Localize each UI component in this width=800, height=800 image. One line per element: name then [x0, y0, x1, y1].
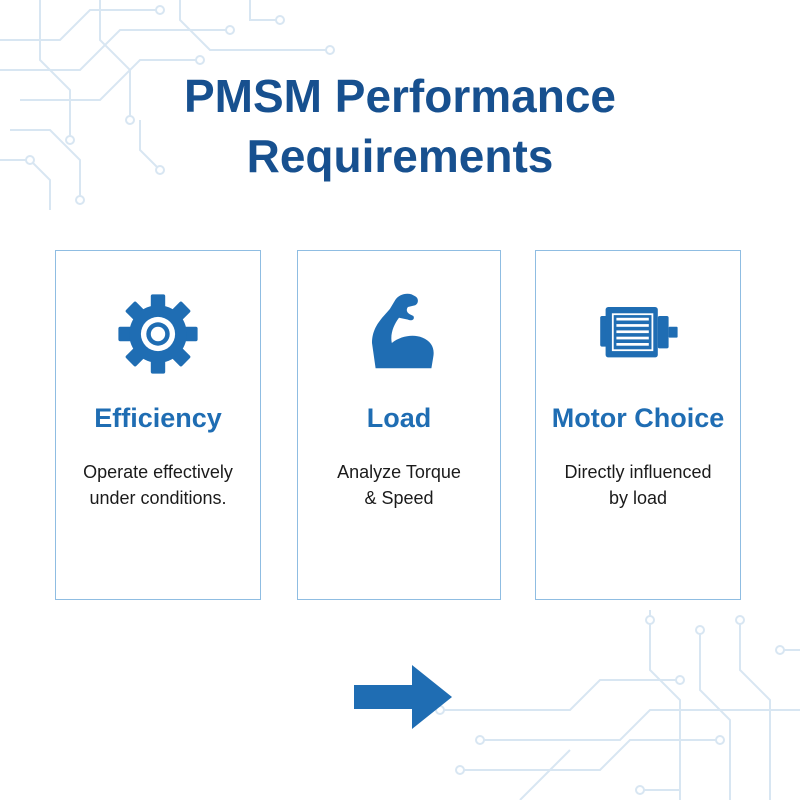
circuit-decoration-bottom-right	[435, 610, 800, 800]
card-title-motor-choice: Motor Choice	[551, 403, 725, 433]
card-load: Load Analyze Torque & Speed	[297, 250, 501, 600]
page-title: PMSM Performance Requirements	[0, 66, 800, 186]
right-arrow-icon	[354, 665, 452, 729]
card-text-efficiency: Operate effectively under conditions.	[83, 462, 233, 508]
card-motor-choice: Motor Choice Directly influenced by load	[535, 250, 741, 600]
page-title-line-2: Requirements	[246, 130, 554, 182]
card-text-motor-choice: Directly influenced by load	[564, 462, 712, 508]
card-title-load: Load	[366, 403, 432, 433]
card-efficiency: Efficiency Operate effectively under con…	[55, 250, 261, 600]
card-title-efficiency: Efficiency	[94, 403, 222, 433]
flexed-bicep-icon	[372, 293, 434, 369]
page-title-line-1: PMSM Performance	[183, 70, 616, 122]
card-text-load: Analyze Torque & Speed	[337, 462, 461, 508]
motor-icon	[600, 307, 678, 358]
gear-icon	[118, 294, 198, 374]
